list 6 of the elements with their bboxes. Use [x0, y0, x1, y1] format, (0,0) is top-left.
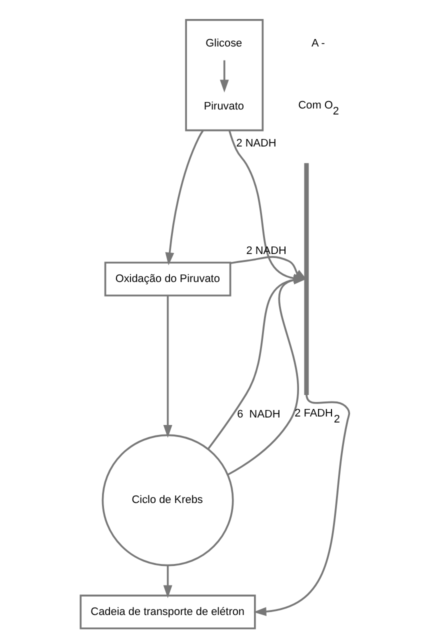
edge-label: 2 NADH	[236, 137, 276, 150]
edge-label: 6 NADH	[237, 408, 280, 420]
node-text: Piruvato	[204, 100, 244, 112]
label: A -	[312, 37, 325, 50]
node-text: Glicose	[206, 37, 242, 50]
edge-label: 2 NADH	[246, 245, 286, 258]
